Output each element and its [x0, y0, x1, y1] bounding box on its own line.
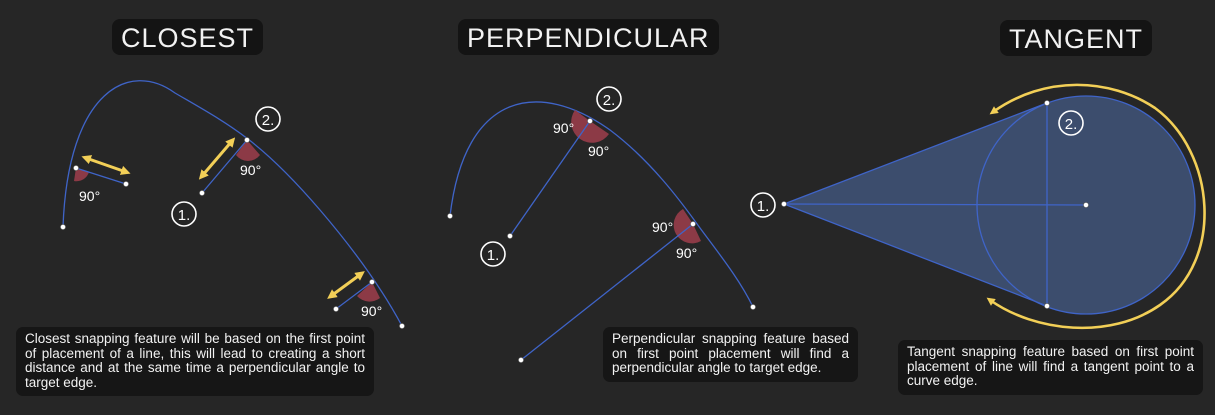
closest-curve-start-point — [60, 224, 66, 230]
tangent-title: TANGENT — [1000, 20, 1152, 56]
closest-distance-arrow-top — [198, 137, 236, 180]
perpendicular-angle-label: 90° — [553, 120, 574, 136]
tangent-direction-arc — [986, 83, 1206, 330]
tangent-center-line — [783, 203, 1087, 206]
perpendicular-snap-point-top — [587, 118, 593, 124]
closest-distance-arrow-left — [81, 155, 131, 175]
closest-line-start-point-top — [199, 190, 205, 196]
perpendicular-step-marker-1: 1. — [480, 241, 506, 267]
tangent-line-upper — [783, 102, 1048, 205]
closest-diagram: 90° 90° 90° 1. 2. — [60, 80, 405, 329]
closest-angle-wedge-top — [236, 140, 260, 161]
perpendicular-step-marker-2: 2. — [596, 86, 622, 112]
closest-curve-end-point — [399, 323, 405, 329]
perpendicular-curve-end-point — [750, 304, 756, 310]
closest-angle-label: 90° — [361, 303, 382, 319]
closest-caption: Closest snapping feature will be based o… — [16, 327, 374, 396]
tangent-step-marker-1: 1. — [750, 192, 776, 218]
closest-distance-arrow-bottom — [327, 271, 365, 299]
perpendicular-snap-line-top — [509, 120, 591, 237]
perpendicular-angle-label: 90° — [652, 219, 673, 235]
perpendicular-step-marker-2-label: 2. — [603, 92, 616, 109]
closest-line-start-point-bottom — [333, 306, 339, 312]
tangent-circle-center-point — [1083, 202, 1089, 208]
perpendicular-snap-point-bottom — [690, 221, 696, 227]
tangent-line-lower — [783, 203, 1048, 307]
closest-snap-point-left — [73, 165, 79, 171]
closest-line-start-point-left — [123, 181, 129, 187]
perpendicular-snap-line-bottom — [520, 223, 694, 361]
perpendicular-curve-start-point — [447, 213, 453, 219]
tangent-diagram: 1. 2. — [750, 83, 1206, 330]
perpendicular-step-marker-1-label: 1. — [487, 247, 500, 264]
perpendicular-angle-label: 90° — [676, 245, 697, 261]
perpendicular-angle-label: 90° — [588, 143, 609, 159]
tangent-step-marker-2: 2. — [1058, 110, 1084, 136]
perpendicular-line-start-point-bottom — [518, 357, 524, 363]
closest-target-curve — [62, 80, 403, 327]
closest-angle-label: 90° — [79, 188, 100, 204]
closest-step-marker-1-label: 1. — [178, 207, 191, 224]
perpendicular-caption: Perpendicular snapping feature based on … — [603, 327, 858, 382]
closest-step-marker-2: 2. — [255, 106, 281, 132]
perpendicular-angle-wedge-bottom — [673, 209, 701, 244]
perpendicular-title: PERPENDICULAR — [458, 19, 719, 55]
tangent-caption: Tangent snapping feature based on first … — [898, 340, 1203, 395]
tangent-start-point — [781, 201, 787, 207]
tangent-target-circle — [976, 95, 1196, 315]
closest-snap-point-bottom — [369, 279, 375, 285]
closest-step-marker-2-label: 2. — [262, 112, 275, 129]
tangent-point-upper — [1044, 100, 1050, 106]
tangent-point-lower — [1044, 303, 1050, 309]
perpendicular-line-start-point — [507, 233, 513, 239]
closest-title: CLOSEST — [112, 19, 264, 55]
perpendicular-angle-wedge-top — [571, 110, 609, 143]
closest-step-marker-1: 1. — [171, 201, 197, 227]
perpendicular-target-curve — [449, 101, 754, 308]
tangent-step-marker-1-label: 1. — [757, 198, 770, 215]
perpendicular-diagram: 90° 90° 90° 90° 1. 2. — [447, 86, 756, 363]
tangent-step-marker-2-label: 2. — [1065, 116, 1078, 133]
closest-snap-point-top — [244, 137, 250, 143]
closest-angle-label: 90° — [240, 162, 261, 178]
